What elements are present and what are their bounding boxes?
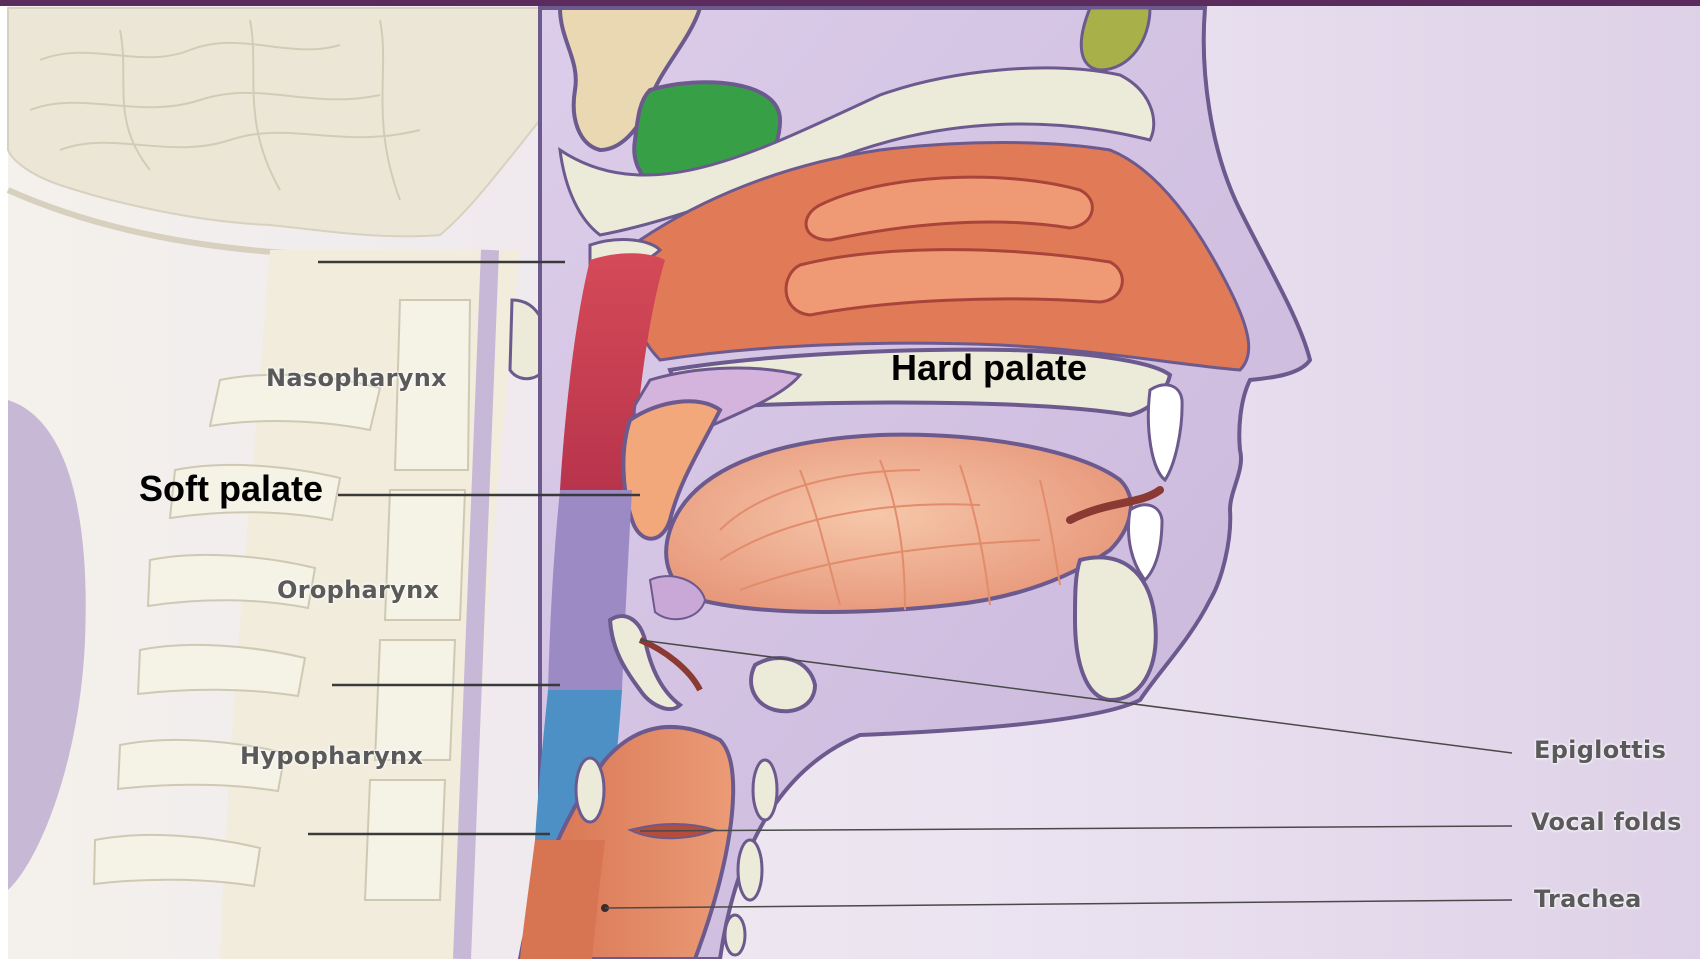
label-soft-palate: Soft palate — [139, 471, 323, 507]
label-oropharynx: Oropharynx — [277, 578, 439, 602]
esophagus — [520, 840, 605, 959]
label-vocal-folds: Vocal folds — [1531, 810, 1682, 834]
mandible — [1075, 558, 1156, 701]
label-trachea: Trachea — [1534, 887, 1642, 911]
label-hypopharynx: Hypopharynx — [240, 744, 423, 768]
label-nasopharynx: Nasopharynx — [266, 366, 447, 390]
left-border — [0, 0, 8, 959]
hyoid-bone — [751, 658, 815, 711]
header-bar — [0, 0, 1700, 6]
label-epiglottis: Epiglottis — [1534, 738, 1666, 762]
label-hard-palate: Hard palate — [891, 350, 1087, 386]
